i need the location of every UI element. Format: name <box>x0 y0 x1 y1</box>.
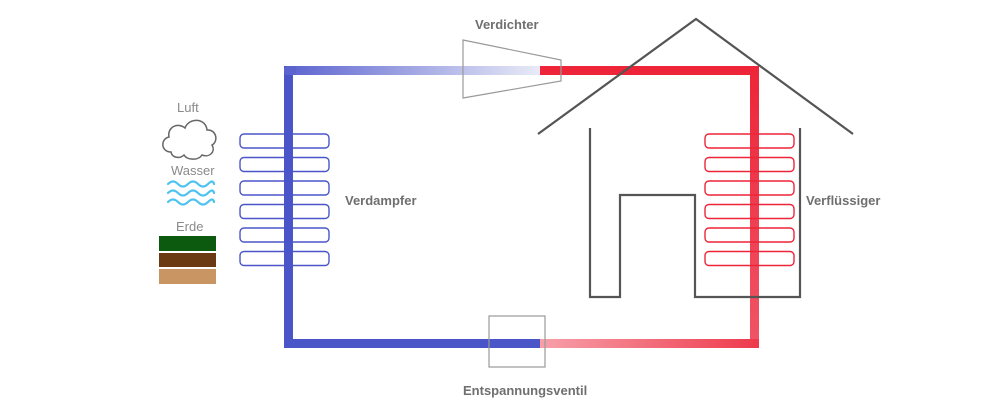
condenser-coils <box>704 133 795 267</box>
source-water-label: Wasser <box>171 163 215 178</box>
evaporator-coil-loop <box>239 180 330 196</box>
condenser-coil-loop <box>704 180 795 196</box>
source-earth-label: Erde <box>176 219 204 234</box>
pipe-right-hot <box>750 66 759 348</box>
pipe-top-hot <box>540 66 758 75</box>
condenser-coil-loop <box>704 133 795 149</box>
evaporator-coil-loop <box>239 133 330 149</box>
house-icon <box>537 17 854 299</box>
condenser-label: Verflüssiger <box>806 193 881 208</box>
pipe-bottom-cold <box>286 339 540 348</box>
earth-layers-icon <box>159 236 216 284</box>
expansion-valve-label: Entspannungsventil <box>463 383 588 398</box>
evaporator-coil-loop <box>239 203 330 220</box>
evaporator-coil-loop <box>239 227 330 243</box>
source-air-label: Luft <box>177 100 199 115</box>
evaporator-coil-loop <box>239 156 330 173</box>
expansion-valve-box <box>488 315 546 368</box>
condenser-coil-loop <box>704 156 795 173</box>
compressor-label: Verdichter <box>475 17 539 32</box>
evaporator-coil-loop <box>239 250 330 267</box>
condenser-coil-loop <box>704 250 795 267</box>
pipe-bottom-warm <box>540 339 759 348</box>
condenser-coil-loop <box>704 203 795 220</box>
evaporator-label: Verdampfer <box>345 193 417 208</box>
pipe-top-cold <box>286 66 540 75</box>
condenser-coil-loop <box>704 227 795 243</box>
water-waves-icon <box>166 180 216 206</box>
pipe-left-cold <box>284 66 293 348</box>
refrigerant-circuit <box>284 66 759 348</box>
compressor-shape <box>462 39 562 99</box>
evaporator-coils <box>239 133 330 267</box>
cloud-icon <box>162 119 217 160</box>
